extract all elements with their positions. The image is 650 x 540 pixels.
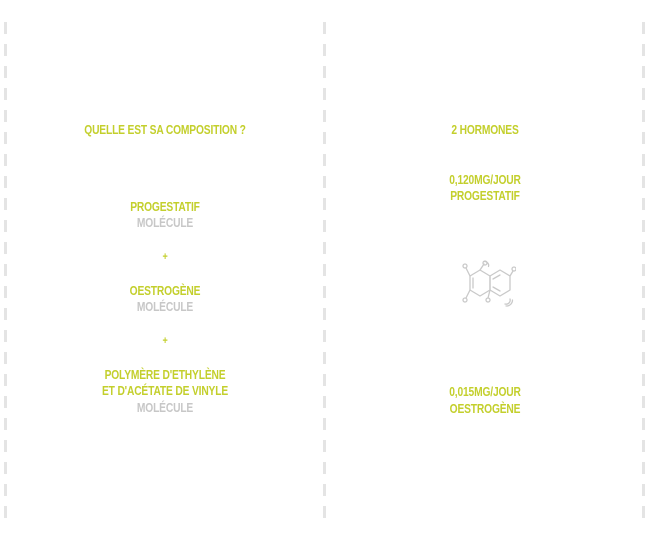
item-oestrogene-name: OESTROGÈNE bbox=[129, 284, 201, 298]
dose-oestrogene-value: 0,015 bbox=[449, 385, 475, 399]
left-divider bbox=[4, 22, 7, 518]
composition-heading: QUELLE EST SA COMPOSITION ? bbox=[84, 123, 246, 137]
dose-oestrogene-label: OESTROGÈNE bbox=[449, 402, 521, 416]
dose-progestatif-label: PROGESTATIF bbox=[450, 189, 520, 203]
item-polymere-name-line2: ET D'ACÉTATE DE VINYLE bbox=[101, 384, 229, 398]
item-polymere-name-line1: POLYMÈRE D'ETHYLÈNE bbox=[104, 368, 226, 382]
plus-separator-2: + bbox=[162, 335, 168, 347]
dose-progestatif-value: 0,120 bbox=[449, 173, 475, 187]
dose-oestrogene-unit: MG/JOUR bbox=[474, 385, 521, 399]
molecule-icon bbox=[462, 260, 516, 307]
item-oestrogene-type: MOLÉCULE bbox=[136, 300, 194, 314]
right-divider bbox=[642, 22, 645, 518]
item-progestatif-name: PROGESTATIF bbox=[130, 200, 200, 214]
center-divider bbox=[323, 22, 326, 518]
dose-oestrogene: 0,015MG/JOUR bbox=[358, 384, 612, 400]
item-progestatif-type: MOLÉCULE bbox=[136, 216, 194, 230]
dose-progestatif-unit: MG/JOUR bbox=[474, 173, 521, 187]
plus-separator-1: + bbox=[162, 251, 168, 263]
hormones-heading: 2 HORMONES bbox=[451, 123, 519, 137]
dose-progestatif: 0,120MG/JOUR bbox=[358, 172, 612, 188]
item-polymere-type: MOLÉCULE bbox=[136, 401, 194, 415]
